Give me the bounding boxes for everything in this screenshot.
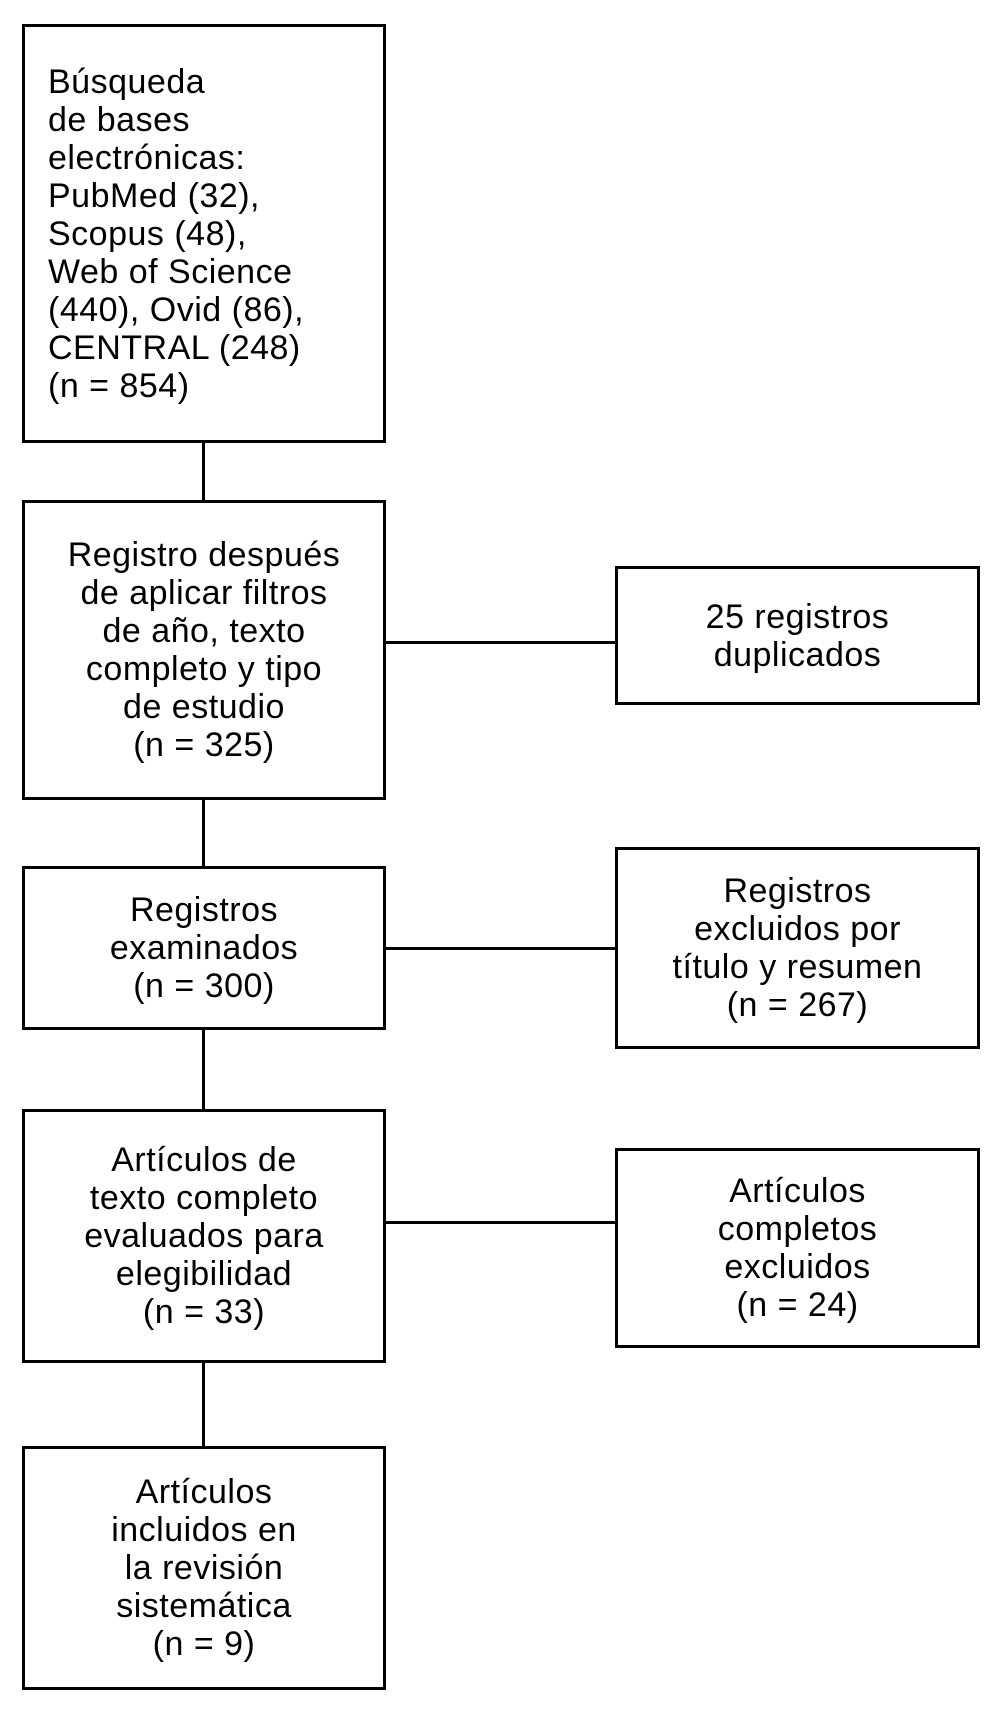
connector-horizontal-excluded-title-abstract — [386, 947, 615, 950]
flow-box-excluded-title-abstract-text: Registros excluidos por título y resumen… — [672, 872, 923, 1024]
flow-box-included-systematic-review: Artículos incluidos en la revisión siste… — [22, 1446, 386, 1690]
connector-vertical-3 — [202, 1030, 205, 1109]
flow-box-duplicates-removed-text: 25 registros duplicados — [705, 597, 890, 674]
flow-box-fulltext-assessed: Artículos de texto completo evaluados pa… — [22, 1109, 386, 1363]
flow-box-after-filters: Registro después de aplicar filtros de a… — [22, 500, 386, 800]
connector-horizontal-excluded-fulltext — [386, 1221, 615, 1224]
flow-box-records-screened: Registros examinados (n = 300) — [22, 866, 386, 1030]
connector-vertical-2 — [202, 800, 205, 866]
connector-horizontal-duplicates — [386, 641, 615, 644]
flow-box-database-search: Búsqueda de bases electrónicas: PubMed (… — [22, 24, 386, 443]
flow-box-records-screened-text: Registros examinados (n = 300) — [109, 891, 299, 1005]
flow-box-excluded-fulltext: Artículos completos excluidos (n = 24) — [615, 1148, 980, 1348]
flow-box-excluded-fulltext-text: Artículos completos excluidos (n = 24) — [717, 1172, 878, 1324]
flow-box-duplicates-removed: 25 registros duplicados — [615, 566, 980, 705]
flow-box-included-systematic-review-text: Artículos incluidos en la revisión siste… — [111, 1473, 297, 1663]
connector-vertical-4 — [202, 1363, 205, 1446]
flow-box-after-filters-text: Registro después de aplicar filtros de a… — [67, 536, 341, 764]
flow-box-excluded-title-abstract: Registros excluidos por título y resumen… — [615, 847, 980, 1049]
connector-vertical-1 — [202, 443, 205, 500]
flow-box-fulltext-assessed-text: Artículos de texto completo evaluados pa… — [84, 1141, 324, 1331]
flow-box-database-search-text: Búsqueda de bases electrónicas: PubMed (… — [48, 62, 305, 405]
